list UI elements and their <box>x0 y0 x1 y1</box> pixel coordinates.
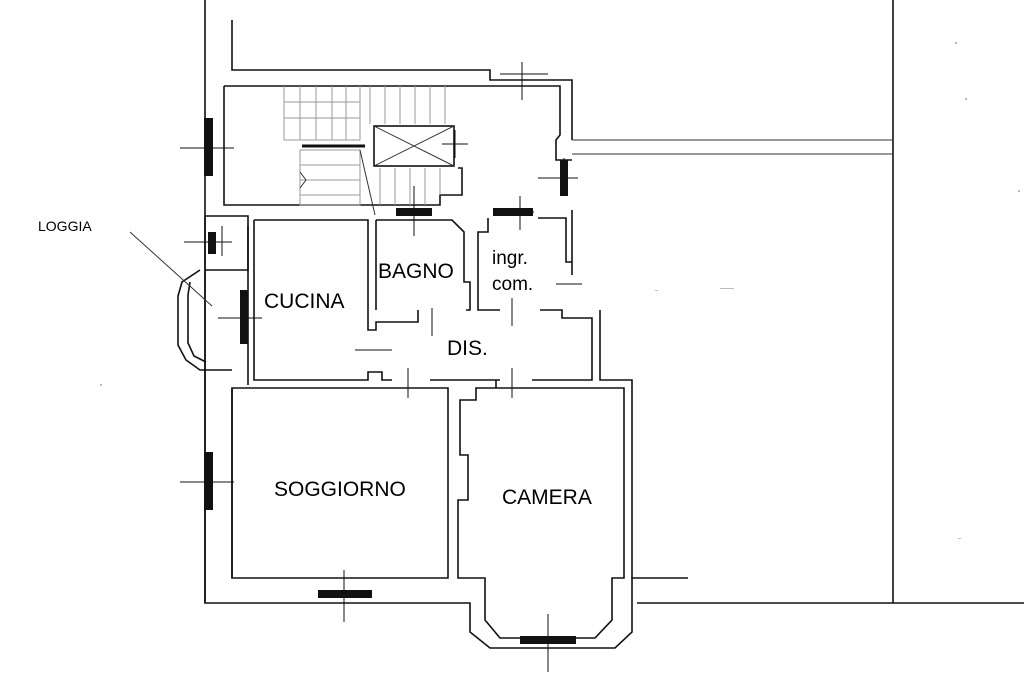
label-camera: CAMERA <box>502 486 592 509</box>
label-com: com. <box>492 274 533 295</box>
label-bagno: BAGNO <box>378 260 454 283</box>
crosshair-marks <box>180 62 582 672</box>
outer-walls <box>204 0 1024 649</box>
label-cucina: CUCINA <box>264 290 345 313</box>
label-dis: DIS. <box>447 337 488 360</box>
label-loggia: LOGGIA <box>38 218 92 234</box>
label-ingr: ingr. <box>492 248 528 269</box>
room-labels: CUCINA BAGNO ingr. com. DIS. SOGGIORNO C… <box>38 218 592 509</box>
loggia-leader-line <box>129 231 213 307</box>
staircase <box>283 86 446 216</box>
label-soggiorno: SOGGIORNO <box>274 478 406 501</box>
elevator-shaft <box>373 125 455 167</box>
specks <box>100 42 1020 539</box>
stair-hall <box>223 85 573 275</box>
interior-walls <box>177 215 633 639</box>
